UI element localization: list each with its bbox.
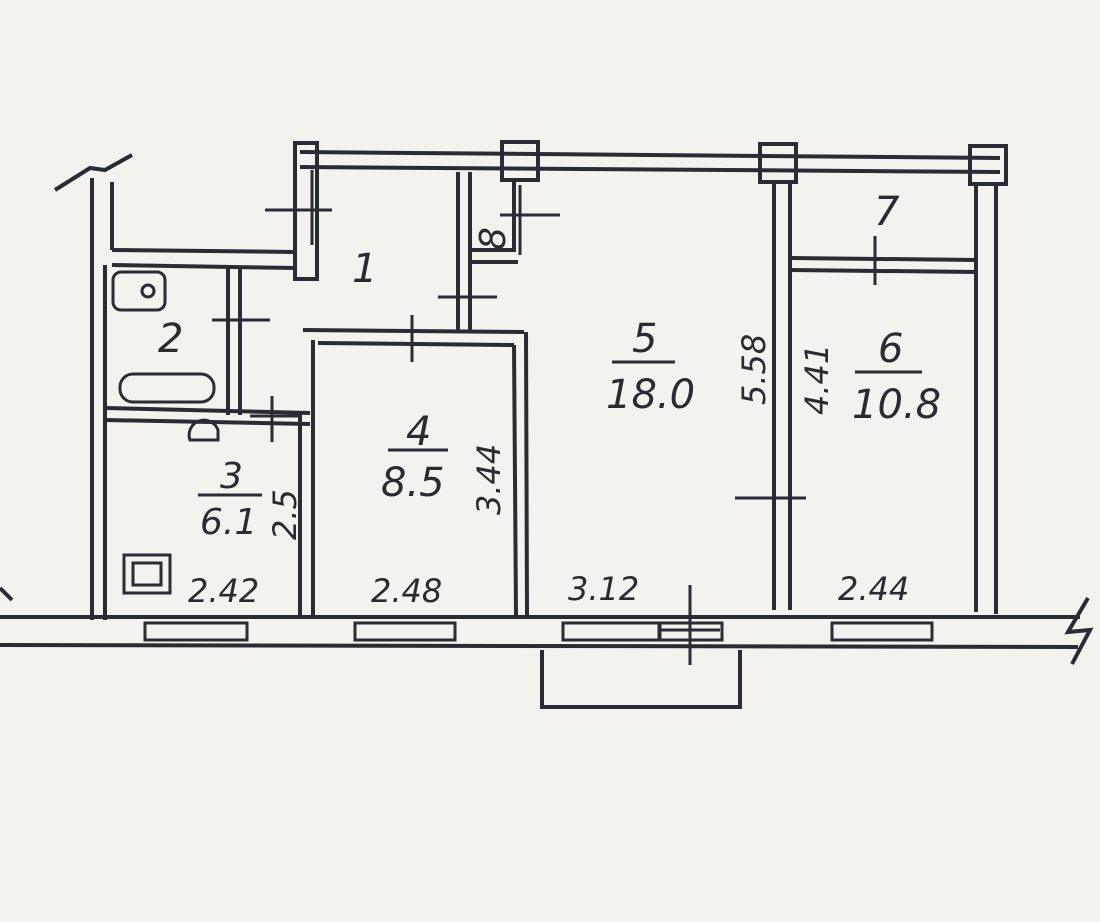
pillar-3 [758,142,798,184]
pillar-4 [968,144,1008,186]
room-labels: 1 2 3 6.1 4 8.5 5 18.0 6 10.8 7 8 [158,189,941,543]
balcony [540,650,742,709]
room-3-number: 3 [220,456,243,497]
fixtures [111,270,220,595]
room-4-number: 4 [406,409,431,455]
sink-icon [187,418,220,442]
toilet-icon [111,270,167,312]
dim-room-4-width: 2.48 [371,572,442,610]
pillar-2 [500,140,540,182]
dim-room-4-depth: 3.44 [470,444,508,515]
windows [143,621,934,642]
room-1-number: 1 [352,246,377,292]
bathtub-icon [118,372,216,404]
walls [0,140,1094,709]
room-5-number: 5 [632,316,657,362]
dim-room-5-depth: 5.58 [735,334,773,405]
dim-room-6-depth: 4.41 [798,344,836,415]
dimension-labels: 2.42 2.5 2.48 3.44 3.12 5.58 2.44 4.41 [188,334,909,610]
room-3-area: 6.1 [200,502,257,543]
room-5-area: 18.0 [606,372,695,418]
room-6-area: 10.8 [852,382,941,428]
room-4-area: 8.5 [381,460,445,506]
dim-room-3-width: 2.42 [188,572,259,610]
dim-room-5-width: 3.12 [568,570,639,608]
dim-room-6-width: 2.44 [838,570,909,608]
door-marks [212,170,877,665]
room-6-number: 6 [878,326,903,372]
room-8-number: 8 [473,227,514,250]
dim-room-3-depth: 2.5 [266,489,304,540]
room-7-number: 7 [874,189,900,235]
stove-icon [122,553,172,595]
room-2-number: 2 [158,316,183,362]
